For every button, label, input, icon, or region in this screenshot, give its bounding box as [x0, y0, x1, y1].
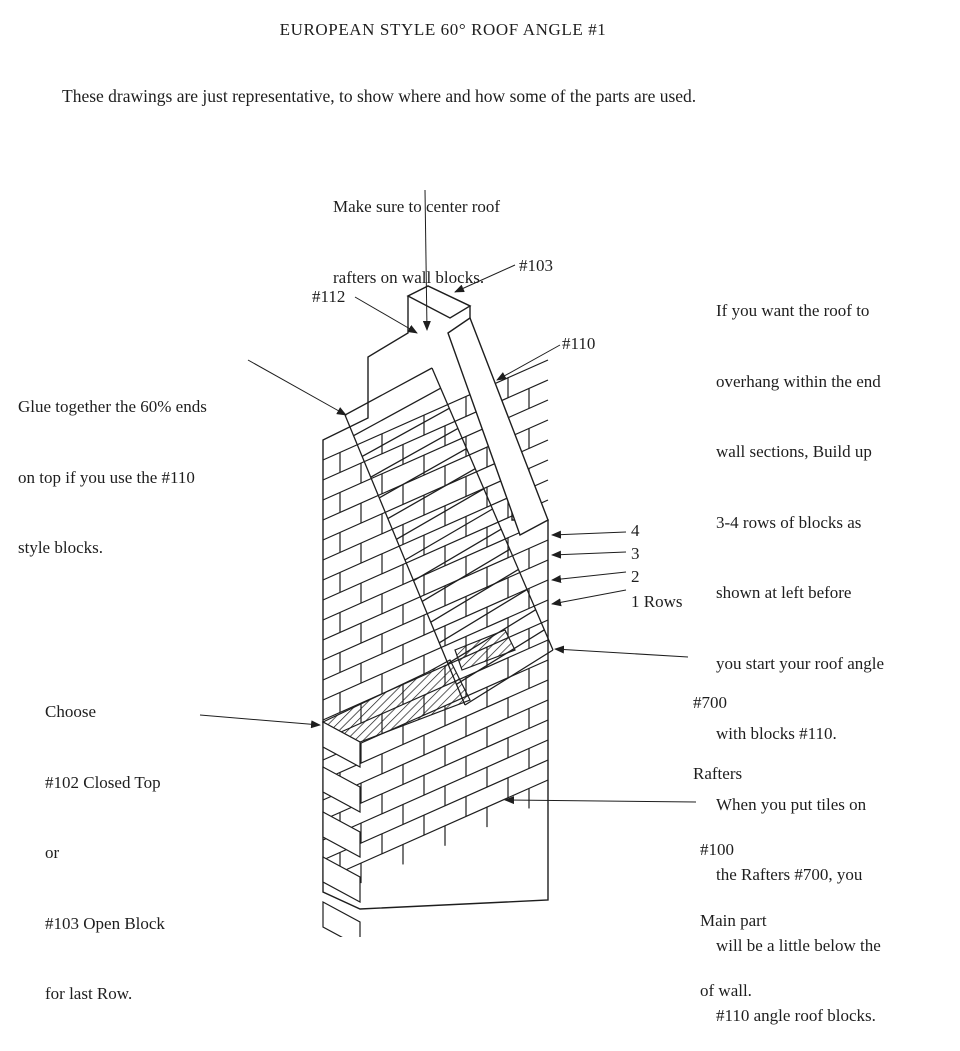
brick-course-line — [322, 519, 549, 621]
rafter-rung — [378, 448, 467, 499]
leader-lines — [199, 189, 697, 805]
row-end-block — [322, 855, 361, 904]
note-line: on top if you use the #110 — [18, 467, 195, 487]
rafter-rung — [404, 508, 493, 561]
rafter-rung — [430, 568, 519, 623]
wall-brick-lines — [322, 359, 549, 884]
rafter-rung — [464, 649, 554, 706]
note-line: #102 Closed Top — [45, 772, 161, 792]
label-line: Rafters — [693, 763, 743, 783]
rafter-rung — [413, 528, 502, 582]
label-700: #700 Rafters — [693, 644, 742, 809]
row-end-block — [322, 900, 361, 937]
rafter-rung — [456, 629, 545, 685]
note-line: overhang within the end — [716, 371, 881, 391]
label-100: #100 Main part of wall. — [700, 791, 767, 1026]
note-line: Glue together the 60% ends — [18, 397, 207, 416]
note-line: 3-4 rows of blocks as — [716, 512, 862, 532]
label-line: #100 — [700, 840, 734, 859]
rafter-rung — [421, 548, 511, 602]
note-line: style blocks. — [18, 538, 103, 557]
rafter-rung — [344, 367, 433, 416]
rafter-rung — [370, 427, 459, 478]
row-label-1: 1 Rows — [631, 592, 683, 611]
rafter-rung — [387, 468, 476, 520]
row-end-block — [322, 720, 361, 769]
note-line: Make sure to center roof — [333, 197, 501, 216]
note-center-rafters: Make sure to center roof rafters on wall… — [333, 148, 500, 313]
note-line: or — [45, 843, 60, 862]
label-110: #110 — [562, 334, 596, 353]
label-112: #112 — [312, 287, 346, 306]
note-line: When you put tiles on — [716, 794, 867, 814]
rafter-rung — [353, 387, 441, 437]
brick-course-line — [322, 599, 549, 701]
note-line: #103 Open Block — [45, 913, 165, 933]
row-end-faces — [322, 720, 361, 937]
label-line: Main part — [700, 910, 767, 930]
wall-diagram — [199, 189, 697, 937]
page-title: EUROPEAN STYLE 60° ROOF ANGLE #1 — [279, 20, 607, 39]
rafter-rung — [447, 609, 537, 665]
note-line: you start your roof angle — [716, 653, 885, 673]
label-line: #700 — [693, 693, 727, 712]
page-subtitle: These drawings are just representative, … — [62, 86, 697, 106]
note-glue: Glue together the 60% ends on top if you… — [18, 348, 207, 583]
note-line: the Rafters #700, you — [716, 865, 863, 884]
rafter-rung — [396, 488, 485, 540]
row-label-4: 4 — [631, 521, 640, 540]
note-line: wall sections, Build up — [716, 442, 872, 461]
row-end-block — [322, 765, 361, 814]
note-line: If you want the roof to — [716, 301, 870, 320]
brick-course-line — [322, 359, 549, 461]
note-choose: Choose #102 Closed Top or #103 Open Bloc… — [45, 653, 165, 1029]
rafter-ladder — [344, 367, 554, 706]
row-end-block — [322, 810, 361, 859]
note-line: shown at left before — [716, 583, 852, 602]
rafter-rung — [361, 407, 450, 457]
note-line: rafters on wall blocks. — [333, 267, 485, 287]
label-line: of wall. — [700, 981, 752, 1000]
brick-course-line — [322, 559, 549, 661]
angle-blocks-110 — [406, 285, 549, 537]
row-label-3: 3 — [631, 544, 640, 563]
note-line: with blocks #110. — [716, 724, 837, 743]
rafter-rung — [438, 589, 528, 644]
row-label-2: 2 — [631, 567, 640, 586]
top-row-hatch — [321, 629, 516, 743]
note-line: Choose — [45, 702, 96, 721]
label-103: #103 — [519, 256, 553, 275]
note-line: for last Row. — [45, 984, 133, 1003]
brick-course-line — [322, 399, 549, 501]
